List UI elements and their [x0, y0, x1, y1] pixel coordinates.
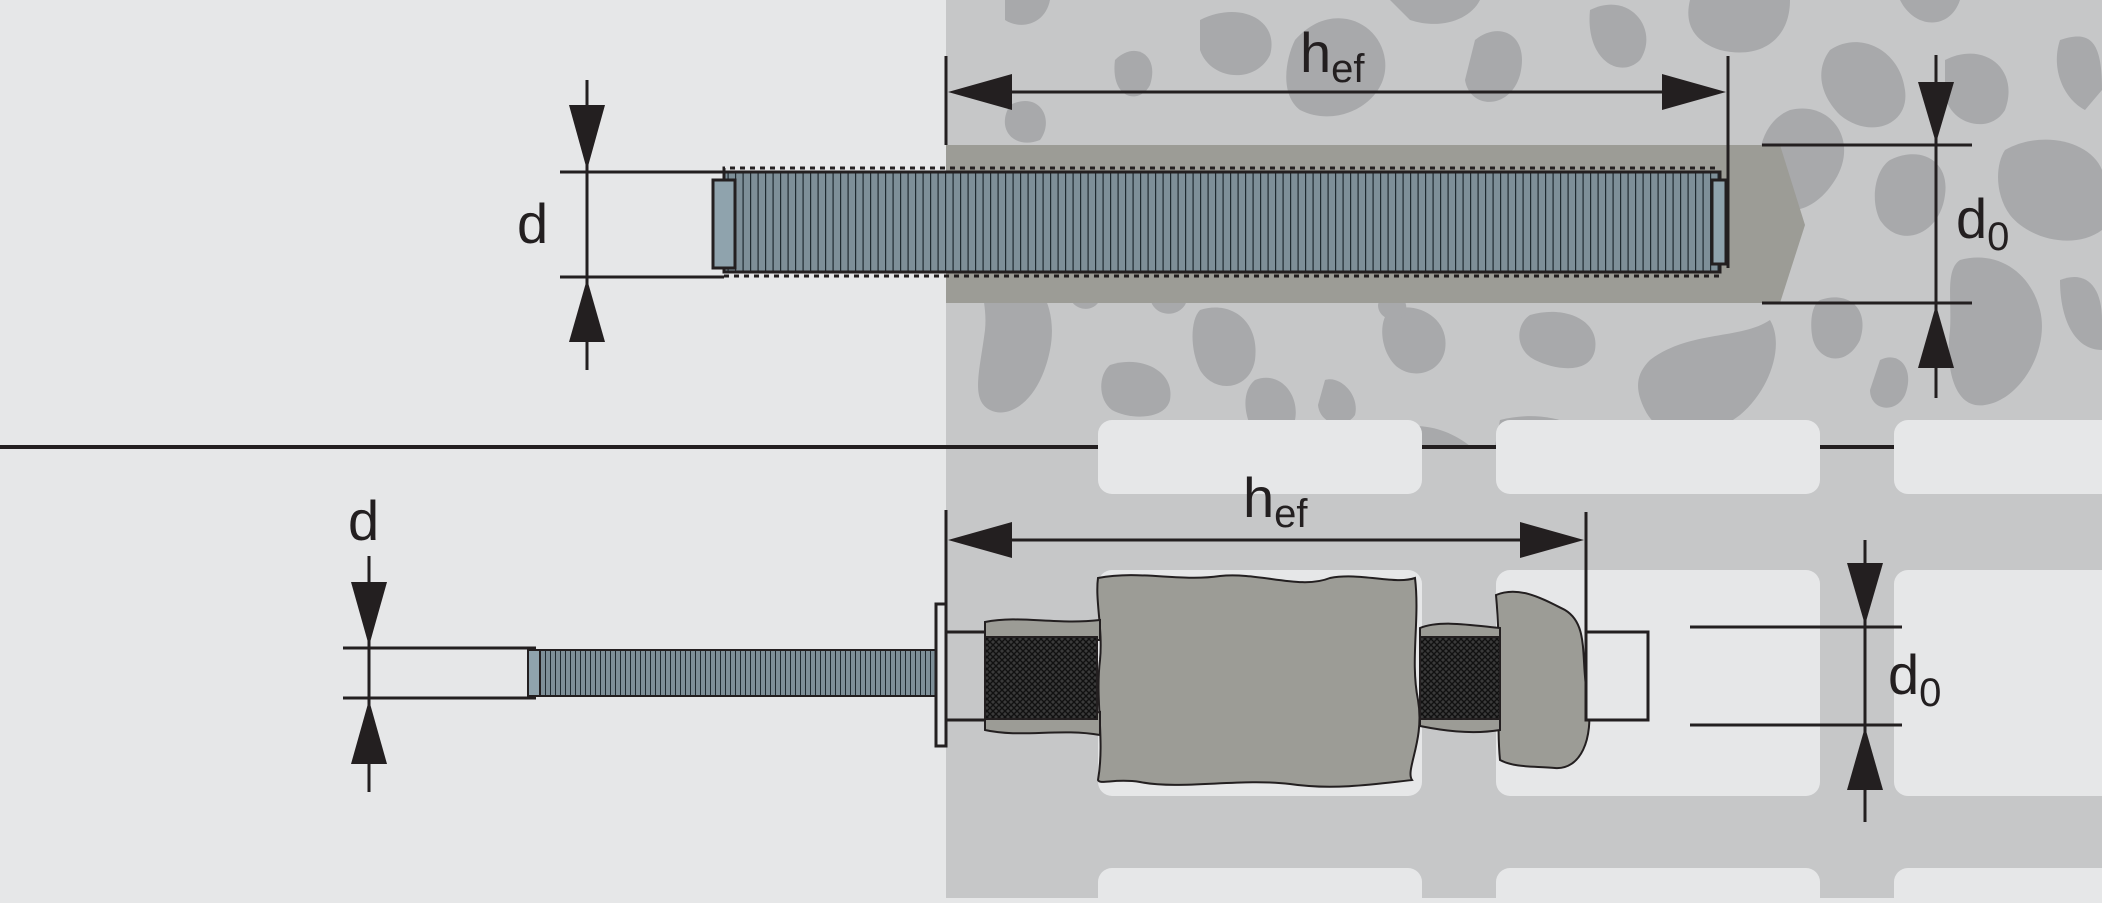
anchor-sleeve-tube: [946, 630, 1650, 722]
dimension-hef-bottom: [944, 510, 1588, 632]
arrow-hef-top-left: [948, 74, 1012, 110]
arrow-d-bottom-upper: [351, 582, 387, 646]
label-hef-bottom: hef: [1243, 466, 1308, 536]
label-d0-top: d0: [1956, 187, 2009, 259]
mesh-sleeve-right: [1419, 636, 1501, 720]
arrow-hef-bottom-right: [1520, 522, 1584, 558]
arrow-d0-bottom-lower: [1847, 727, 1883, 790]
rod-tip: [1710, 178, 1728, 266]
dimension-hef-top: [944, 56, 1730, 268]
arrow-hef-bottom-left: [948, 522, 1012, 558]
sleeve-collar: [934, 602, 948, 748]
arrow-d0-bottom-upper: [1847, 563, 1883, 625]
label-d-top: d: [517, 192, 548, 255]
arrow-d-top-lower: [569, 279, 605, 342]
arrow-d-top-upper: [569, 105, 605, 170]
arrow-d0-top-upper: [1918, 82, 1954, 143]
rod-bottom-end: [527, 649, 541, 697]
arrow-d0-top-lower: [1918, 305, 1954, 368]
label-d0-bottom: d0: [1888, 643, 1941, 715]
label-d-bottom: d: [348, 489, 379, 552]
mesh-sleeve-left: [984, 636, 1098, 720]
arrow-d-bottom-lower: [351, 700, 387, 764]
threaded-rod-bottom: [527, 649, 939, 697]
arrow-hef-top-right: [1662, 74, 1726, 110]
mortar-blobs: [984, 574, 1591, 788]
label-hef-top: hef: [1300, 21, 1365, 91]
rod-end-chamfer: [711, 178, 737, 270]
threaded-rod-top: [711, 166, 1728, 278]
